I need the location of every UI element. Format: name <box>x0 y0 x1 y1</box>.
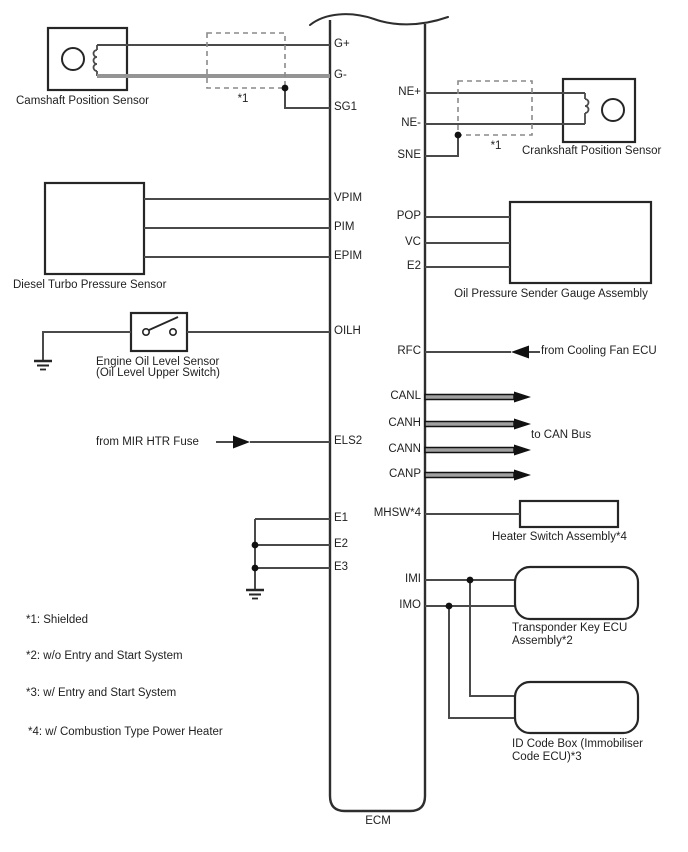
crankshaft-sensor-label: Crankshaft Position Sensor <box>522 145 662 157</box>
from-cooling-fan-label: from Cooling Fan ECU <box>541 345 657 357</box>
transponder-label-line2: Assembly*2 <box>512 635 573 647</box>
note-1: *1: Shielded <box>26 614 89 626</box>
pin-e2-left: E2 <box>334 538 349 550</box>
oil-pressure-gauge-label: Oil Pressure Sender Gauge Assembly <box>454 288 648 300</box>
junction-dot <box>281 84 289 92</box>
junction-dot <box>251 564 259 572</box>
ecm-body <box>309 13 449 813</box>
arrow-left-icon <box>511 345 529 359</box>
junction-dot <box>454 131 462 139</box>
wire-sne <box>425 135 459 157</box>
shield-note-left: *1 <box>237 93 249 105</box>
id-code-box-label-line2: Code ECU)*3 <box>512 751 582 763</box>
ecm-label: ECM <box>365 815 391 827</box>
oil-level-sensor-label-line2: (Oil Level Upper Switch) <box>96 367 220 379</box>
pin-canp: CANP <box>389 468 421 480</box>
pin-oilh: OILH <box>334 325 361 337</box>
from-mir-htr-fuse-label: from MIR HTR Fuse <box>96 436 199 448</box>
crankshaft-sensor-symbol <box>425 77 637 144</box>
ground-icon <box>34 359 52 371</box>
pin-g-minus: G- <box>334 69 347 81</box>
pin-sg1: SG1 <box>334 101 358 113</box>
pin-epim: EPIM <box>334 250 363 262</box>
pin-g-plus: G+ <box>334 38 350 50</box>
shield-box-right <box>425 80 533 157</box>
can-arrow-canl <box>424 391 531 403</box>
shield-note-right: *1 <box>490 140 502 152</box>
ecm-break-wave <box>309 13 449 26</box>
oil-level-sensor-symbol <box>34 311 330 371</box>
pin-sne: SNE <box>397 149 421 161</box>
pin-e2-right: E2 <box>406 260 421 272</box>
oil-level-sensor-label-line1: Engine Oil Level Sensor <box>96 356 220 368</box>
pin-ne-minus: NE- <box>401 117 421 129</box>
heater-switch-label: Heater Switch Assembly*4 <box>492 531 627 543</box>
pin-e1: E1 <box>334 512 349 524</box>
rfc-arrow <box>425 345 540 359</box>
pin-vpim: VPIM <box>334 192 363 204</box>
note-3: *3: w/ Entry and Start System <box>26 687 177 699</box>
id-code-box-label-line1: ID Code Box (Immobiliser <box>512 738 644 750</box>
els2-arrow <box>216 435 330 449</box>
pin-rfc: RFC <box>397 345 421 357</box>
can-arrow-cann <box>424 444 531 456</box>
pin-canh: CANH <box>388 417 421 429</box>
camshaft-sensor-symbol <box>46 26 330 92</box>
arrow-right-icon <box>233 435 250 449</box>
transponder-box <box>513 565 640 621</box>
coil-icon <box>92 49 98 72</box>
can-arrow-canp <box>424 469 531 481</box>
to-can-bus-label: to CAN Bus <box>531 429 592 441</box>
shield-box-left <box>206 32 330 109</box>
note-2: *2: w/o Entry and Start System <box>26 650 183 662</box>
ecm-border <box>328 20 427 813</box>
oil-pressure-gauge-symbol <box>425 200 653 285</box>
can-arrow-canh <box>424 418 531 430</box>
pin-pim: PIM <box>334 221 355 233</box>
pin-cann: CANN <box>388 443 421 455</box>
e-ground-wires <box>246 518 330 600</box>
pin-imo: IMO <box>399 599 421 611</box>
transponder-label-line1: Transponder Key ECU <box>512 622 628 634</box>
diesel-turbo-sensor-label: Diesel Turbo Pressure Sensor <box>13 279 167 291</box>
coil-icon <box>584 98 590 114</box>
immobiliser-symbols <box>425 565 640 735</box>
junction-dot <box>445 602 453 610</box>
can-bus-arrows <box>424 391 531 481</box>
wire-sg1 <box>284 88 330 109</box>
pin-e3: E3 <box>334 561 349 573</box>
id-code-box <box>513 680 640 735</box>
pin-imi: IMI <box>405 573 421 585</box>
pin-els2: ELS2 <box>334 435 363 447</box>
camshaft-sensor-label: Camshaft Position Sensor <box>16 95 149 107</box>
pin-canl: CANL <box>390 390 421 402</box>
junction-dot <box>251 541 259 549</box>
junction-dot <box>466 576 474 584</box>
ground-icon <box>246 588 264 600</box>
heater-switch-symbol <box>425 499 620 529</box>
pin-pop: POP <box>396 210 421 222</box>
diesel-turbo-sensor-symbol <box>43 181 330 276</box>
note-4: *4: w/ Combustion Type Power Heater <box>28 726 223 738</box>
pin-ne-plus: NE+ <box>398 86 421 98</box>
pin-vc: VC <box>405 236 421 248</box>
pin-mhsw: MHSW*4 <box>373 507 421 519</box>
switch-lever-icon <box>148 316 179 331</box>
